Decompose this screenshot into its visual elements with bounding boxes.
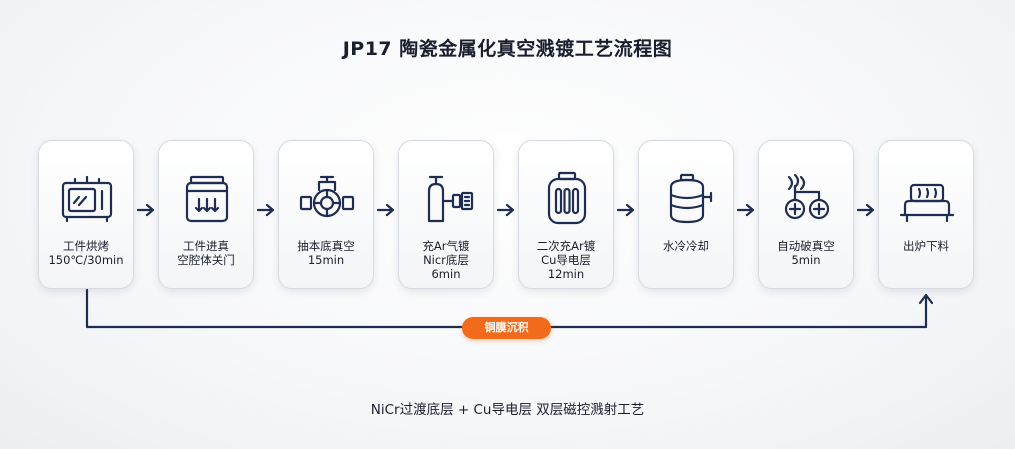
step-label: 水冷冷却 <box>663 239 709 253</box>
page-title: JP17 陶瓷金属化真空溅镀工艺流程图 <box>342 38 673 60</box>
step-label: 出炉下料 <box>903 239 949 253</box>
vent-valve-icon <box>784 173 830 220</box>
step-label: 抽本底真空 15min <box>297 239 355 267</box>
flow-arrow-icon <box>137 203 155 217</box>
water-cooling-tank-icon <box>669 173 713 224</box>
step-card-pump-down: 抽本底真空 15min <box>278 140 374 289</box>
step-label: 工件烘烤 150℃/30min <box>48 239 124 267</box>
step-label: 自动破真空 5min <box>777 239 835 267</box>
sputter-target-icon <box>547 171 587 225</box>
flow-arrow-icon <box>737 203 755 217</box>
flow-arrow-icon <box>377 203 395 217</box>
step-card-cooling: 水冷冷却 <box>638 140 734 289</box>
flow-arrow-icon <box>617 203 635 217</box>
step-card-nicr-coating: 充Ar气镀 Nicr底层 6min <box>398 140 494 289</box>
process-subtitle: NiCr过渡底层 + Cu导电层 双层磁控溅射工艺 <box>370 402 645 418</box>
step-label: 充Ar气镀 Nicr底层 6min <box>422 239 470 281</box>
step-label: 二次充Ar镀 Cu导电层 12min <box>536 239 596 281</box>
vacuum-pump-icon <box>299 175 355 218</box>
vacuum-chamber-icon <box>185 175 229 223</box>
step-card-bake: 工件烘烤 150℃/30min <box>38 140 134 289</box>
flow-arrow-icon <box>497 203 515 217</box>
flow-arrow-icon <box>857 203 875 217</box>
oven-icon <box>61 175 113 223</box>
step-card-unload: 出炉下料 <box>878 140 974 289</box>
step-label: 工件进真 空腔体关门 <box>177 239 235 267</box>
flow-arrow-icon <box>257 203 275 217</box>
step-card-load: 工件进真 空腔体关门 <box>158 140 254 289</box>
gas-cylinder-icon <box>427 175 474 223</box>
furnace-icon <box>899 183 955 223</box>
process-badge: 铜膜沉积 <box>462 317 551 339</box>
step-card-cu-coating: 二次充Ar镀 Cu导电层 12min <box>518 140 614 289</box>
step-card-vent: 自动破真空 5min <box>758 140 854 289</box>
